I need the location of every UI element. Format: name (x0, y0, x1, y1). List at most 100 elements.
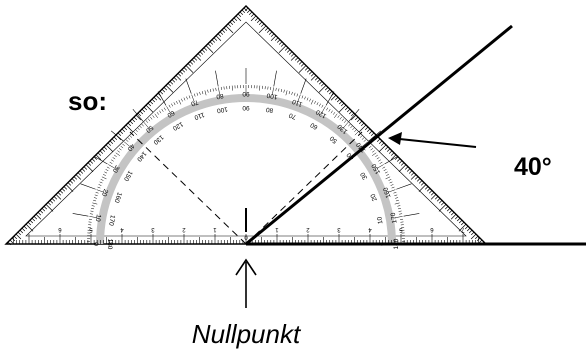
degree-label-inner: 120 (171, 120, 184, 132)
arc-tick (102, 174, 106, 176)
edge-tick (250, 15, 257, 22)
edge-tick (219, 31, 224, 35)
arc-tick (370, 148, 374, 151)
edge-tick (107, 142, 112, 146)
arc-tick (97, 186, 101, 189)
edge-tick (350, 112, 355, 117)
angle-ray (245, 24, 513, 246)
edge-tick (426, 188, 431, 192)
arc-tick (393, 191, 397, 194)
edge-tick (464, 225, 469, 230)
edge-tick (378, 144, 387, 153)
ruler-label: 2 (182, 226, 186, 232)
degree-label-inner: 110 (193, 111, 205, 121)
edge-tick (87, 162, 92, 166)
edge-tick (258, 21, 263, 25)
edge-tick (290, 53, 295, 57)
arc-tick (193, 93, 196, 97)
edge-tick (59, 190, 64, 194)
arc-tick (395, 197, 399, 199)
edge-tick (408, 170, 413, 174)
edge-tick (65, 184, 74, 192)
arc-tick (91, 207, 95, 210)
arc-tick (395, 199, 399, 202)
edge-tick (193, 57, 198, 61)
edge-tick (121, 128, 126, 133)
edge-tick (286, 49, 291, 53)
edge-tick (250, 13, 255, 18)
arc-tick (150, 116, 153, 120)
edge-tick (123, 126, 128, 131)
edge-tick (225, 25, 234, 34)
arc-tick (118, 148, 122, 151)
arc-tick (379, 161, 383, 164)
edge-tick (211, 39, 216, 43)
edge-tick (91, 158, 96, 162)
radial-tick (348, 108, 360, 122)
edge-tick (248, 11, 253, 16)
arc-tick (376, 157, 380, 160)
degree-label-inner: 20 (370, 192, 379, 202)
edge-tick (97, 152, 102, 156)
arc-tick (348, 123, 351, 127)
degree-label-outer: 30 (111, 164, 121, 174)
arc-tick (188, 95, 191, 99)
ruler-label: 6 (430, 226, 434, 232)
arc-tick (100, 179, 104, 181)
degree-label-outer: 150 (370, 162, 382, 175)
arc-tick (386, 174, 390, 176)
edge-tick (161, 89, 166, 93)
set-square-inner-border (25, 21, 467, 237)
edge-tick (390, 154, 397, 160)
edge-tick (181, 69, 186, 73)
arc-tick (93, 199, 97, 202)
edge-tick (167, 83, 172, 87)
arc-tick (368, 145, 372, 149)
degree-label-inner: 40 (345, 151, 355, 161)
arc-tick (99, 181, 103, 184)
edge-tick (177, 73, 182, 77)
degree-label-inner: 100 (216, 105, 228, 114)
arc-tick (105, 169, 109, 171)
edge-tick (29, 219, 34, 224)
arc-tick (91, 205, 95, 207)
edge-tick (95, 154, 102, 160)
degree-label-inner: 90 (242, 104, 250, 111)
edge-tick (454, 215, 459, 220)
edge-tick (356, 118, 361, 123)
edge-tick (244, 7, 249, 12)
edge-tick (468, 229, 473, 234)
edge-tick (398, 160, 403, 164)
edge-tick (246, 9, 251, 14)
arc-tick (124, 141, 131, 148)
edge-tick (89, 160, 94, 164)
arc-tick (139, 125, 142, 129)
edge-tick (39, 210, 44, 214)
origin-arrowhead (235, 258, 257, 276)
radial-tick (110, 130, 124, 142)
arc-tick (278, 88, 280, 92)
edge-tick (446, 208, 451, 212)
arc-tick (127, 137, 131, 140)
edge-tick (418, 180, 423, 184)
arc-tick (296, 93, 299, 97)
edge-tick (223, 27, 228, 31)
arc-tick (391, 186, 395, 189)
edge-tick (197, 53, 202, 57)
edge-tick (215, 35, 222, 41)
edge-tick (209, 41, 214, 45)
ruler-label: 2 (306, 226, 310, 232)
edge-tick (270, 33, 275, 37)
edge-tick (207, 43, 212, 47)
edge-tick (243, 7, 248, 12)
edge-tick (390, 152, 395, 156)
ruler-label: 1 (213, 226, 217, 232)
edge-tick (400, 162, 405, 166)
arc-tick (388, 179, 392, 181)
edge-tick (396, 158, 401, 162)
origin-label: Nullpunkt (192, 319, 302, 349)
protractor-arc-band (96, 94, 396, 245)
degree-label-inner: 70 (288, 111, 298, 120)
